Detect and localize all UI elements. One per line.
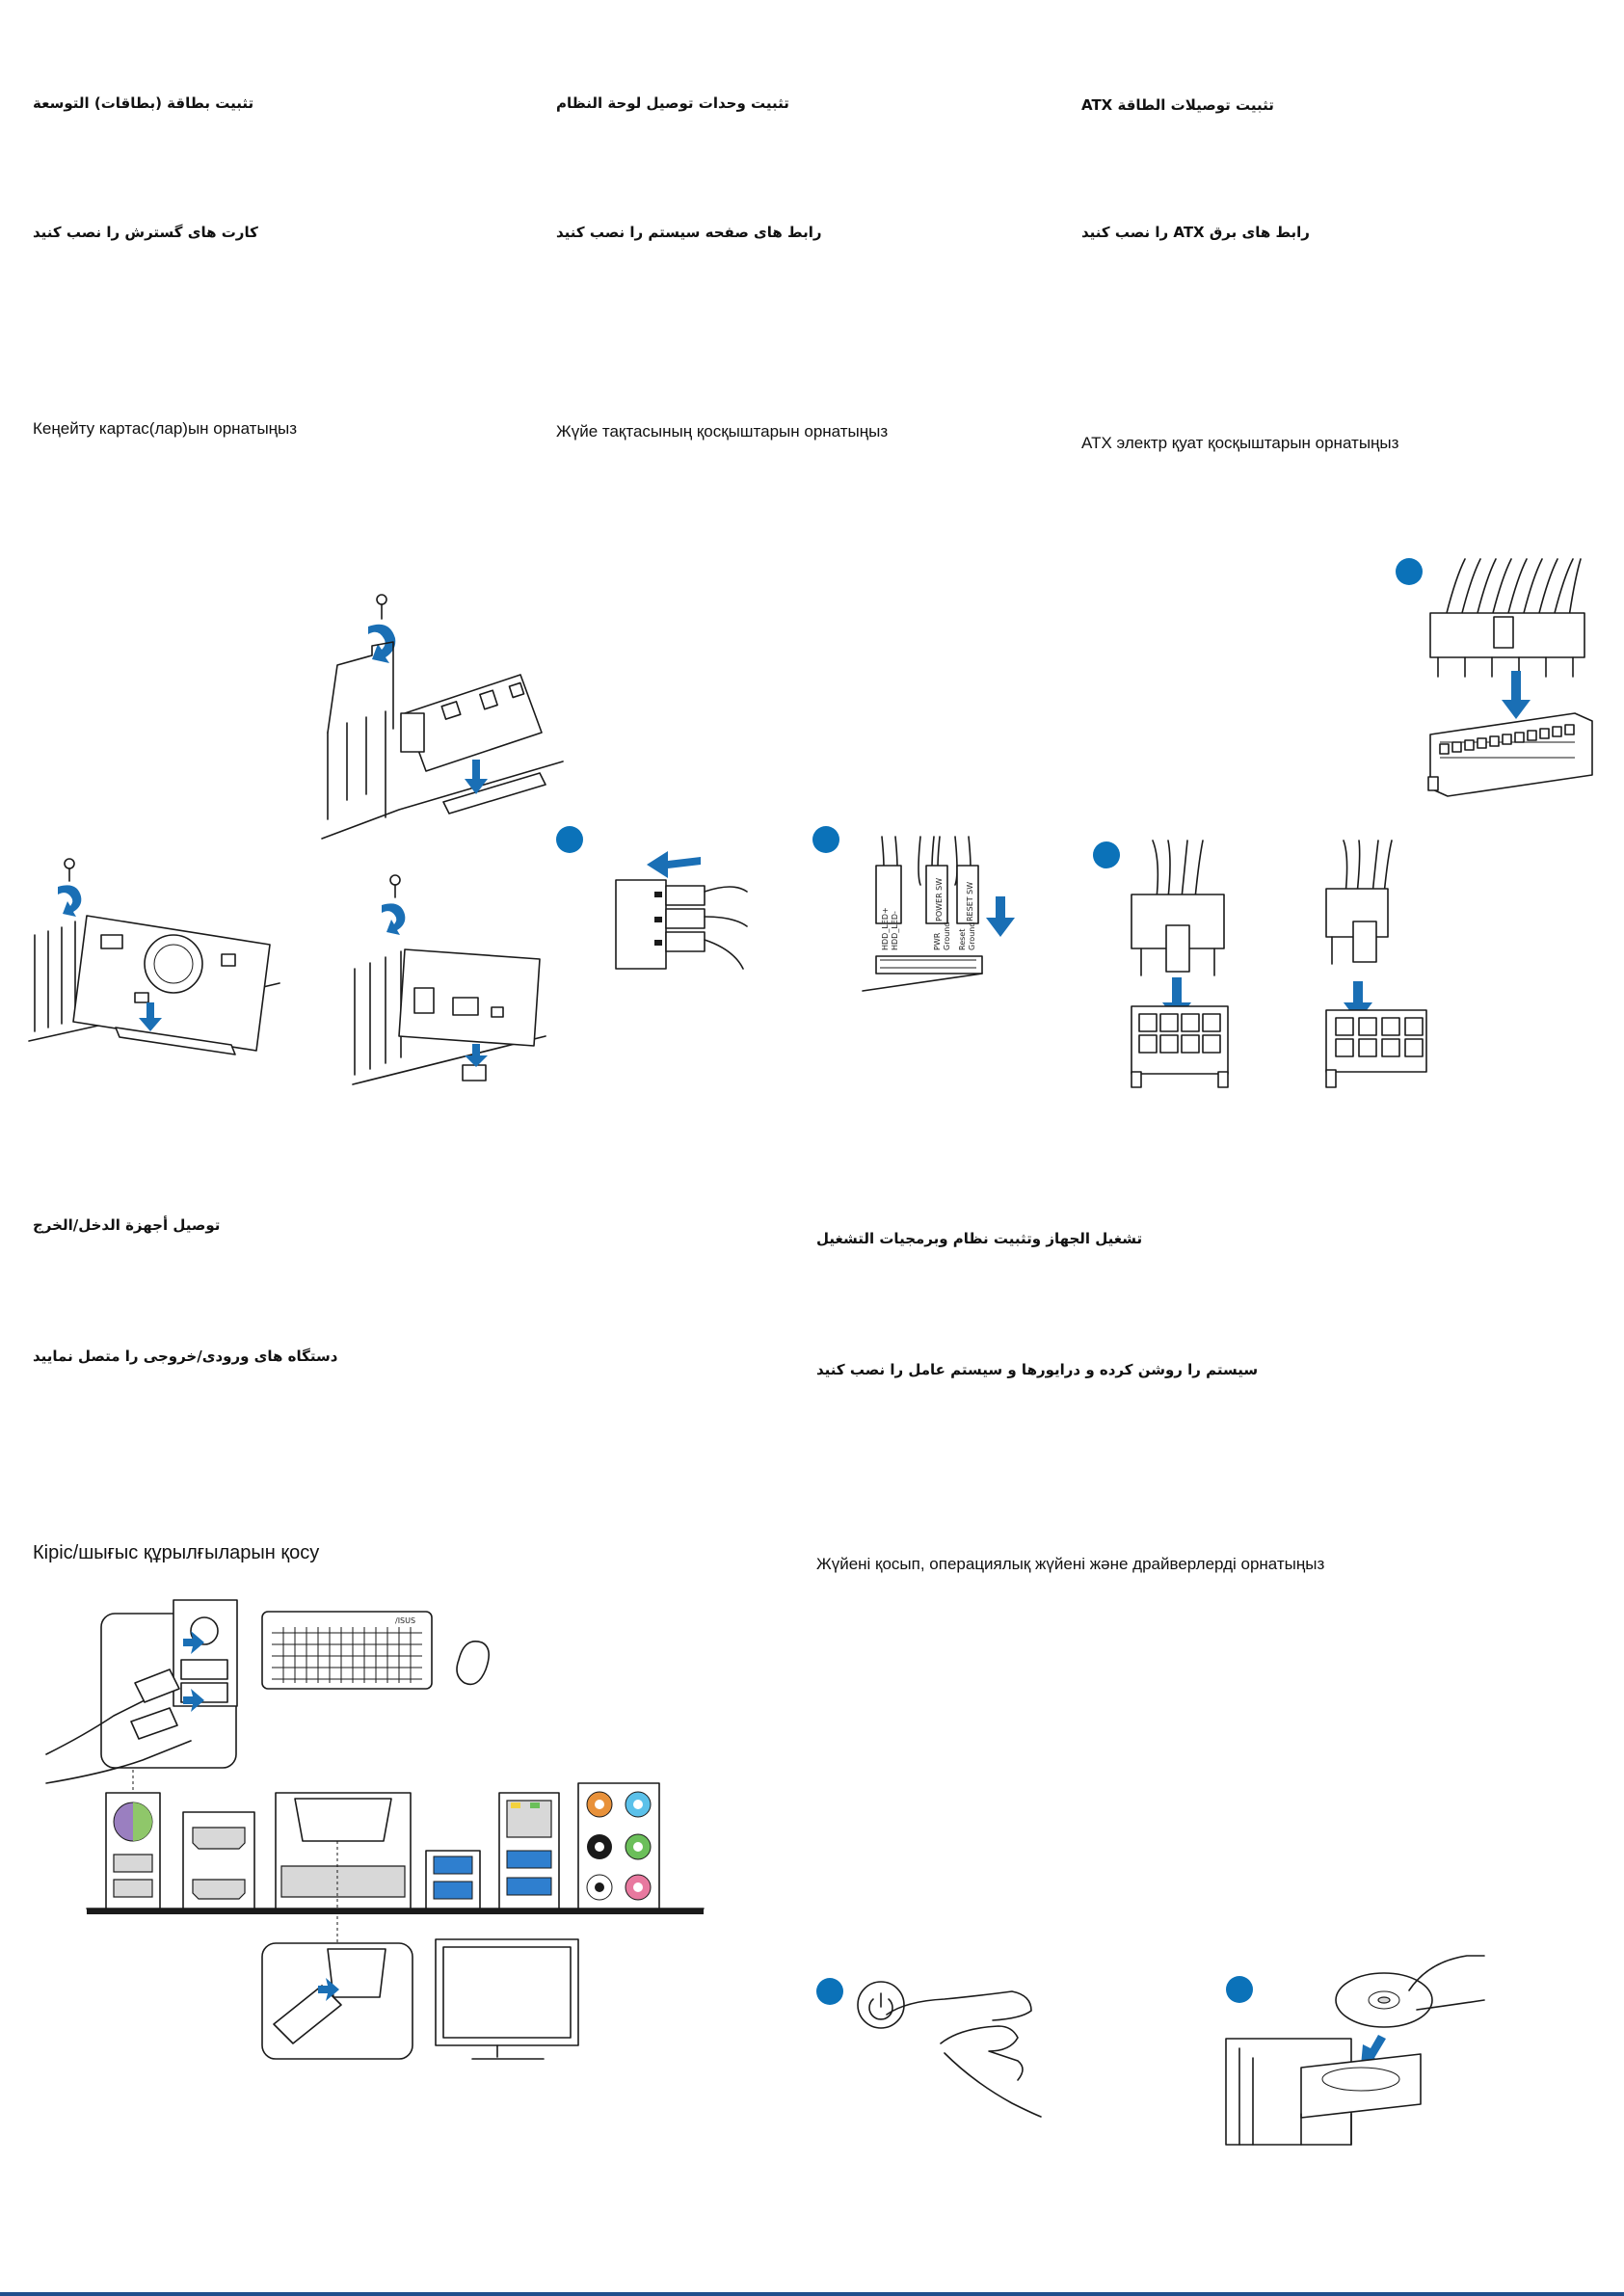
pwr-label: PWR — [933, 932, 942, 950]
ground-label: Ground — [943, 922, 951, 950]
power-title-arabic: تشغيل الجهاز وتثبيت نظام وبرمجيات التشغي… — [816, 1230, 1143, 1247]
step-marker-icon — [556, 826, 583, 853]
down-arrow-icon — [986, 896, 1015, 937]
step-marker-icon — [1396, 558, 1423, 585]
atx-24pin-illustration — [1427, 558, 1593, 797]
power-title-kazakh: Жүйені қосып, операциялық жүйені және др… — [816, 1555, 1325, 1573]
atx-pins — [1439, 724, 1575, 755]
power-button-illustration — [857, 1981, 1042, 2118]
step-marker-icon — [816, 1978, 843, 2005]
expansion-card-install-illustration — [321, 594, 564, 840]
graphics-card-install-illustration — [28, 858, 280, 1055]
io-title-kazakh: Кіріс/шығыс құрылғыларын қосу — [33, 1542, 320, 1563]
atx-8pin-illustration — [1131, 840, 1229, 1088]
atx-title-kazakh: ATX электр қуат қосқыштарын орнатыңыз — [1081, 434, 1399, 452]
reset-sw-label: RESET SW — [966, 882, 974, 921]
power-sw-label: POWER SW — [935, 878, 944, 921]
power-title-persian: سیستم را روشن کرده و درایورها و سیستم عا… — [816, 1361, 1259, 1378]
io-title-persian: دستگاه های ورودی/خروجی را متصل نمایید — [33, 1348, 338, 1365]
system-panel-header-illustration: POWER SW RESET SW PWR Ground Reset Groun… — [862, 836, 1015, 992]
system-panel-title-kazakh: Жүйе тақтасының қосқыштарын орнатыңыз — [556, 422, 889, 441]
left-arrow-icon — [647, 851, 701, 878]
system-panel-title-arabic: تثبيت وحدات توصيل لوحة النظام — [556, 94, 789, 112]
step-marker-icon — [812, 826, 839, 853]
screw-icon — [389, 874, 401, 898]
small-card-install-illustration — [352, 874, 546, 1085]
system-panel-title-persian: رابط های صفحه سیستم را نصب کنید — [556, 224, 822, 241]
atx-4pin-illustration — [1325, 840, 1427, 1088]
front-panel-connector-illustration — [615, 851, 748, 970]
screw-icon — [376, 594, 387, 620]
keyboard-brand: /ISUS — [395, 1616, 415, 1625]
screw-icon — [64, 858, 75, 882]
disc-install-illustration — [1225, 1955, 1485, 2146]
io-panel-illustration: /ISUS — [45, 1599, 705, 2060]
io-title-arabic: توصيل أجهزة الدخل/الخرج — [33, 1216, 221, 1234]
expansion-title-persian: کارت های گسترش را نصب کنید — [33, 224, 258, 241]
ground-label: Ground — [968, 922, 976, 950]
reset-label: Reset — [958, 929, 967, 950]
rotate-arrow-icon — [368, 624, 396, 663]
step-marker-icon — [1093, 841, 1120, 868]
hdd-led-plus-label: HDD_LED+ — [881, 907, 890, 950]
disc-icon — [1335, 1972, 1433, 2028]
atx-title-persian: رابط های برق ATX را نصب کنید — [1081, 224, 1310, 241]
hdd-led-minus-label: HDD_LED- — [891, 911, 899, 950]
atx-title-arabic: تثبيت توصيلات الطاقة ATX — [1081, 96, 1274, 114]
rotate-arrow-icon — [58, 885, 82, 917]
step-marker-icon — [1226, 1976, 1253, 2003]
power-button-icon — [868, 1992, 893, 2020]
expansion-title-arabic: تثبيت بطاقة (بطاقات) التوسعة — [33, 94, 254, 112]
rotate-arrow-icon — [382, 903, 406, 935]
expansion-title-kazakh: Кеңейту картас(лар)ын орнатыңыз — [33, 419, 298, 438]
bottom-bar — [0, 2292, 1624, 2296]
down-arrow-icon — [1502, 671, 1531, 719]
